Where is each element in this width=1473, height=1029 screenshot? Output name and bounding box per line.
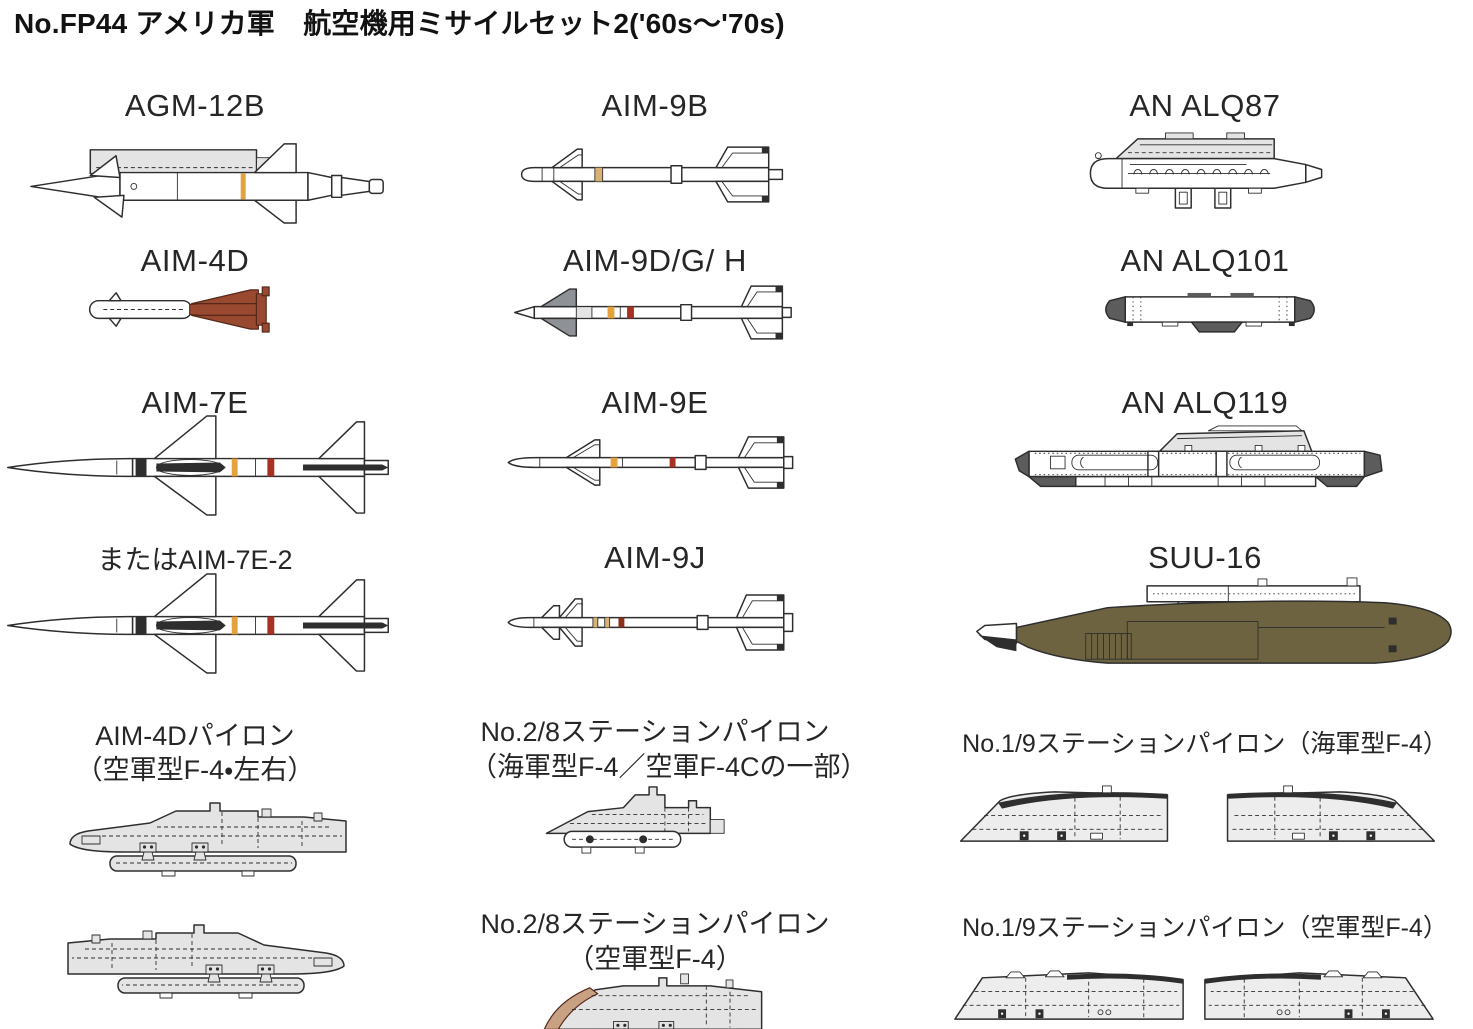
- label-aim-4d: AIM-4D: [140, 243, 250, 278]
- alq87-pod-drawing: [1089, 132, 1323, 209]
- label-aim-7e-2: またはAIM-7E-2: [97, 545, 293, 575]
- no19-navy-pylon-left-drawing: [959, 785, 1169, 842]
- label-no28-af-line1: No.2/8ステーションパイロン: [480, 909, 830, 939]
- label-aim-9b: AIM-9B: [601, 88, 709, 123]
- aim-7e-2-drawing: [7, 573, 389, 674]
- no19-af-pylon-left-drawing: [954, 970, 1184, 1020]
- label-aim-9dgh: AIM-9D/G/ H: [562, 243, 747, 278]
- aim-4d-drawing: [88, 286, 270, 333]
- no28-navy-pylon-drawing: [545, 786, 725, 854]
- aim-4d-pylon-right-drawing: [67, 924, 345, 999]
- label-no28-navy-line1: No.2/8ステーションパイロン: [480, 717, 830, 747]
- label-agm-12b: AGM-12B: [124, 88, 266, 123]
- aim-9dgh-drawing: [514, 285, 792, 340]
- page-title: No.FP44 アメリカ軍 航空機用ミサイルセット2('60s〜'70s): [14, 8, 785, 39]
- no19-af-pylon-right-drawing: [1204, 970, 1434, 1020]
- label-suu16: SUU-16: [1148, 540, 1262, 575]
- label-aim-7e: AIM-7E: [141, 385, 249, 420]
- aim-9e-drawing: [507, 436, 794, 489]
- suu16-pod-drawing: [976, 577, 1452, 664]
- label-no28-navy-line2: （海軍型F-4／空軍F-4Cの一部）: [470, 752, 868, 782]
- label-aim-9e: AIM-9E: [601, 385, 709, 420]
- alq101-pod-drawing: [1105, 292, 1315, 333]
- label-alq119: AN ALQ119: [1121, 385, 1289, 420]
- label-aim-4d-pylon-line1: AIM-4Dパイロン: [95, 721, 295, 751]
- label-alq101: AN ALQ101: [1120, 243, 1290, 278]
- label-no28-af-line2: （空軍型F-4）: [567, 944, 743, 974]
- alq119-pod-drawing: [1014, 425, 1383, 488]
- no28-af-pylon-drawing: [543, 973, 763, 1029]
- label-no19-navy: No.1/9ステーションパイロン（海軍型F-4）: [962, 730, 1448, 758]
- no19-navy-pylon-right-drawing: [1226, 785, 1436, 842]
- aim-9b-drawing: [520, 146, 784, 203]
- aim-9j-drawing: [507, 594, 794, 651]
- label-alq87: AN ALQ87: [1129, 88, 1281, 123]
- aim-7e-drawing: [7, 415, 389, 516]
- aim-4d-pylon-left-drawing: [69, 802, 347, 877]
- label-no19-af: No.1/9ステーションパイロン（空軍型F-4）: [962, 914, 1448, 942]
- agm-12b-drawing: [30, 143, 384, 224]
- label-aim-9j: AIM-9J: [604, 540, 706, 575]
- label-aim-4d-pylon-line2: （空軍型F-4・左右）: [75, 755, 315, 785]
